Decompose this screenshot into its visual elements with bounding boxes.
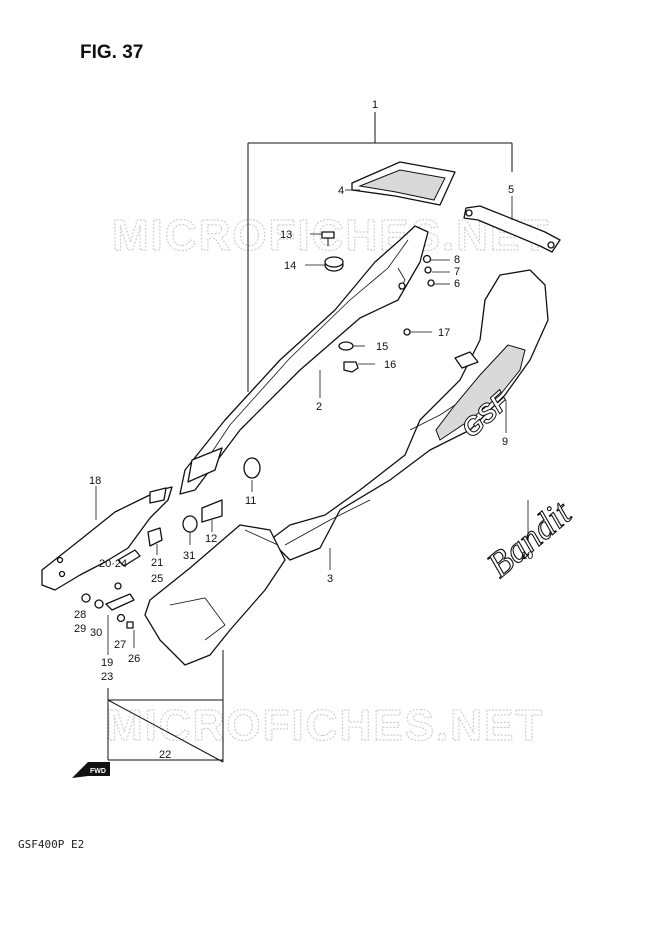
callout-30: 30 <box>90 627 102 639</box>
callout-13: 13 <box>280 229 292 241</box>
callout-9: 9 <box>502 436 508 448</box>
callout-19: 19 <box>101 657 113 669</box>
fwd-arrow-icon: FWD <box>72 762 110 778</box>
badge-text: Bandit <box>479 492 579 585</box>
callout-5: 5 <box>508 184 514 196</box>
part-5-bracket <box>463 196 561 253</box>
part-2-frame-cover <box>179 225 429 495</box>
part-18-front-panel <box>41 486 173 591</box>
callout-29: 29 <box>74 623 86 635</box>
callout-6: 6 <box>454 278 460 290</box>
callout-15: 15 <box>376 341 388 353</box>
callout-10: 10 <box>521 550 533 562</box>
callout-3: 3 <box>327 573 333 585</box>
callout-17: 17 <box>438 327 450 339</box>
callout-26: 26 <box>128 653 140 665</box>
assembly-bracket-22 <box>107 650 224 763</box>
figure-title: FIG. 37 <box>80 42 144 63</box>
part-10-badge: Bandit <box>479 491 580 585</box>
callout-labels: 1 2 3 4 5 6 7 8 9 10 11 12 13 14 15 16 1… <box>74 99 533 761</box>
callout-14: 14 <box>284 260 296 272</box>
callout-18: 18 <box>89 475 101 487</box>
model-code: GSF400P E2 <box>18 838 85 851</box>
callout-8: 8 <box>454 254 460 266</box>
watermark-bottom: MICROFICHES.NET <box>106 701 544 750</box>
part-4-cover <box>345 161 456 206</box>
callout-25: 25 <box>151 573 163 585</box>
leader-lines <box>95 233 529 655</box>
part-3-side-cover <box>269 269 549 561</box>
callout-2: 2 <box>316 401 322 413</box>
callout-12: 12 <box>205 533 217 545</box>
assembly-bracket-1 <box>247 112 513 392</box>
callout-28: 28 <box>74 609 86 621</box>
callout-1: 1 <box>372 99 378 111</box>
callout-21: 21 <box>151 557 163 569</box>
callout-7: 7 <box>454 266 460 278</box>
callout-22: 22 <box>159 749 171 761</box>
callout-23: 23 <box>101 671 113 683</box>
hardware-parts <box>81 231 435 629</box>
callout-27: 27 <box>114 639 126 651</box>
callout-20-24: 20·24 <box>99 558 127 570</box>
callout-31: 31 <box>183 550 195 562</box>
part-22-front-cover <box>144 524 286 666</box>
callout-16: 16 <box>384 359 396 371</box>
callout-4: 4 <box>338 185 344 197</box>
callout-11: 11 <box>245 495 256 507</box>
fwd-label: FWD <box>90 768 106 775</box>
